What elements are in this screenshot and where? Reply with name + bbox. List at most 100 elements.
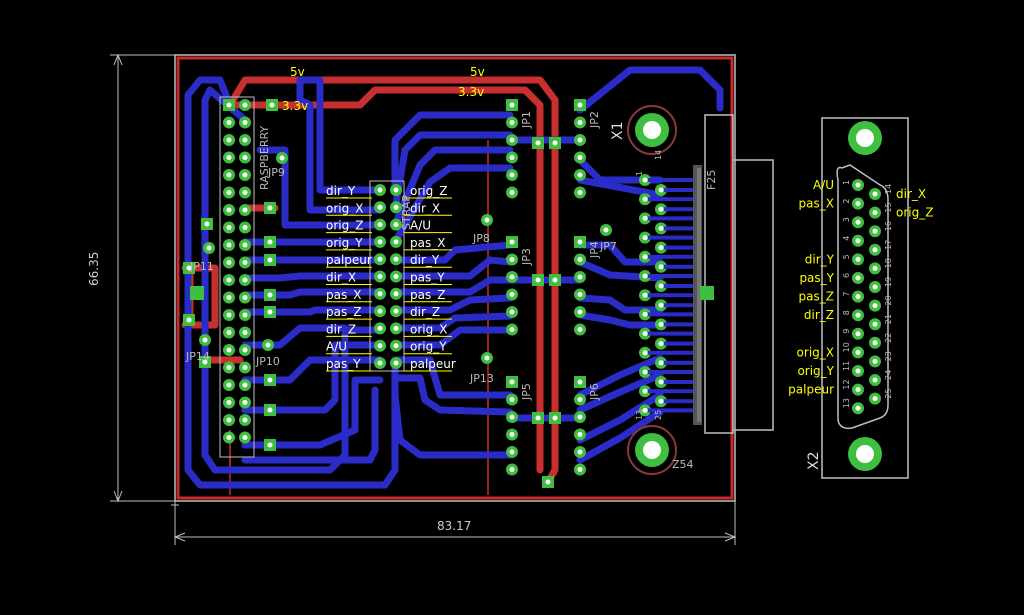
x1-pin xyxy=(655,356,667,369)
x1-pin xyxy=(639,250,651,263)
square-pad xyxy=(183,262,195,274)
x2-pin xyxy=(869,392,881,405)
strap-pin xyxy=(374,253,386,266)
x2-right-label: dir_X xyxy=(896,187,926,201)
x1-pin xyxy=(655,337,667,350)
x2-pin xyxy=(852,216,864,229)
label-jp1: JP1 xyxy=(520,111,533,129)
x2-pin xyxy=(852,179,864,191)
x2-pin xyxy=(852,346,864,359)
jumper-pin xyxy=(506,323,518,336)
x2-pin xyxy=(852,290,864,303)
rpi-pin xyxy=(223,291,235,304)
strap-right-label: dir_X xyxy=(410,201,440,215)
rpi-pin xyxy=(223,414,235,426)
x2-right-label: orig_Z xyxy=(896,206,933,220)
label-jp4: JP4 xyxy=(588,241,601,259)
strap-right-label: dir_Y xyxy=(410,253,440,267)
x1-square-pad xyxy=(700,286,714,300)
jumper-pin xyxy=(574,134,586,146)
label-raspberry: RASPBERRY xyxy=(258,126,271,190)
strap-pin xyxy=(390,235,402,248)
x2-pin-number: 16 xyxy=(884,221,893,231)
bridge-pad xyxy=(532,274,544,286)
rpi-pin xyxy=(223,186,235,199)
x2-left-label: orig_X xyxy=(797,345,834,359)
label-3v3-b: 3.3v xyxy=(458,85,484,99)
jumper-pin xyxy=(574,253,586,266)
x2-pin-number: 9 xyxy=(842,329,851,334)
square-pad xyxy=(264,254,276,266)
label-x2: X2 xyxy=(806,452,822,471)
jumper-pin xyxy=(506,393,518,406)
rpi-pin xyxy=(239,239,251,251)
jumper-pin xyxy=(506,253,518,266)
rpi-pin xyxy=(223,134,235,146)
x2-pin xyxy=(852,309,864,322)
x2-pin xyxy=(852,197,864,210)
x2-pin xyxy=(869,188,881,200)
label-jp6: JP6 xyxy=(588,383,601,401)
square-pad xyxy=(264,236,276,248)
rpi-pin xyxy=(223,169,235,181)
strap-pin xyxy=(374,235,386,248)
square-pad xyxy=(264,306,276,318)
strap-pin xyxy=(374,357,386,369)
x1-pin xyxy=(639,174,651,186)
rpi-pin xyxy=(239,379,251,391)
x1-pin xyxy=(639,193,651,206)
x1-pin xyxy=(639,270,651,282)
bridge-pad xyxy=(532,412,544,424)
strap-left-label: dir_Z xyxy=(326,322,356,336)
jumper-pin xyxy=(574,393,586,406)
strap-pin xyxy=(374,339,386,352)
jumper-pin xyxy=(506,116,518,129)
x1-pin xyxy=(639,404,651,417)
strap-pin xyxy=(390,339,402,352)
strap-left-label: palpeur xyxy=(326,253,372,267)
x1-pin xyxy=(639,385,651,398)
rpi-pin xyxy=(223,116,235,129)
strap-pin xyxy=(374,287,386,300)
rpi-pin xyxy=(239,414,251,426)
strap-pin xyxy=(390,322,402,335)
x2-pin-number: 1 xyxy=(842,180,851,185)
strap-left-label: dir_X xyxy=(326,271,356,285)
x2-left-label: orig_Y xyxy=(797,364,834,378)
rpi-pin xyxy=(239,186,251,199)
label-x1: X1 xyxy=(610,122,626,141)
square-pad xyxy=(264,289,276,301)
x2-pin-number: 3 xyxy=(842,217,851,222)
jumper-pin xyxy=(506,134,518,146)
jumper-pin xyxy=(574,463,586,476)
x2-pin-number: 23 xyxy=(884,351,893,361)
bridge-pad xyxy=(549,137,561,149)
x2-left-label: A/U xyxy=(813,178,834,192)
x2-left-label: dir_Z xyxy=(804,308,834,322)
jumper-pin xyxy=(506,376,518,388)
x2-pin-number: 24 xyxy=(884,370,893,380)
bridge-pad xyxy=(549,274,561,286)
x1-pin xyxy=(639,366,651,378)
rpi-pin xyxy=(239,134,251,146)
x1-pin xyxy=(655,184,667,196)
x1-pin xyxy=(655,376,667,388)
rpi-pin xyxy=(223,396,235,409)
label-f25: F25 xyxy=(705,170,718,190)
label-jp7: JP7 xyxy=(599,240,617,253)
x2-pin xyxy=(852,253,864,266)
x1-pin xyxy=(639,231,651,244)
strap-right-label: palpeur xyxy=(410,357,456,371)
x1-pin xyxy=(639,327,651,340)
via-pad xyxy=(481,352,493,364)
strap-left-label: orig_Z xyxy=(326,219,363,233)
jumper-pin xyxy=(574,271,586,283)
square-pad xyxy=(199,356,211,368)
x2-left-label: pas_Z xyxy=(799,290,834,304)
square-pad xyxy=(201,218,213,230)
strap-pin xyxy=(374,218,386,231)
strap-right-label: pas_Z xyxy=(410,288,445,302)
strap-connector xyxy=(369,180,405,372)
x1-pin-number: 25 xyxy=(654,410,663,420)
jumper-pin xyxy=(574,116,586,129)
